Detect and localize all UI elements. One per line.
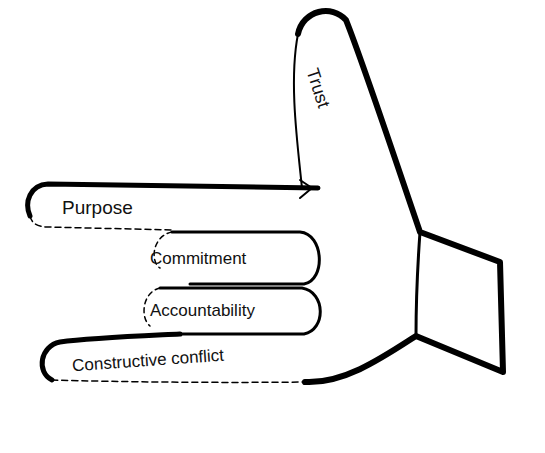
pinky-underside <box>52 380 305 382</box>
knuckle-mark <box>300 180 312 198</box>
middle-finger-label: Commitment <box>150 250 246 267</box>
index-finger-underside <box>30 216 172 230</box>
wrist-line <box>416 232 420 336</box>
hand-outline <box>298 11 503 382</box>
thumb-label: Trust <box>303 66 333 110</box>
ring-finger-label: Accountability <box>150 302 255 319</box>
index-finger-label: Purpose <box>62 198 133 217</box>
pinky-finger-label: Constructive conflict <box>72 347 225 375</box>
index-finger <box>28 184 318 216</box>
thumb-edge <box>294 34 302 188</box>
